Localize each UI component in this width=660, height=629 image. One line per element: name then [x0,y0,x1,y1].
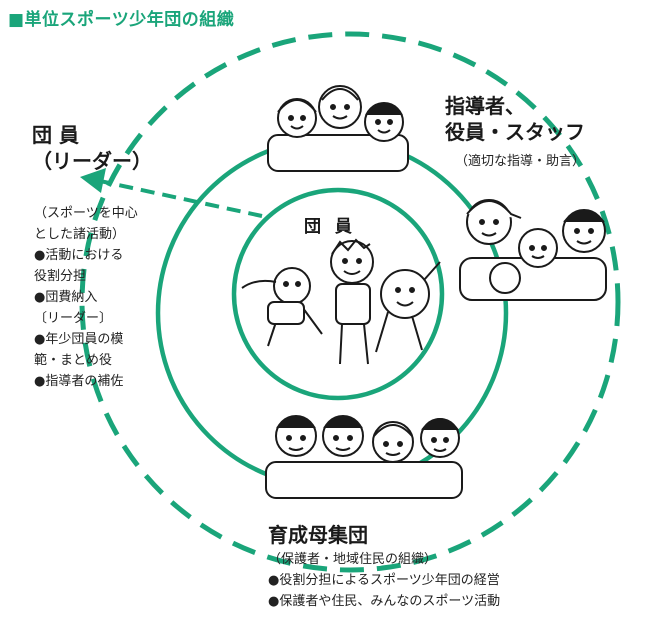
parents-note: ●役割分担によるスポーツ少年団の経営 [268,573,500,588]
center-members-title: 団 員 [304,217,356,237]
page-title: ■単位スポーツ少年団の組織 [8,10,235,30]
member-note: 範・まとめ役 [34,353,113,368]
children-playing-icon [241,238,441,365]
parents-notes: （保護者・地域住民の組織） ●役割分担によるスポーツ少年団の経営 ●保護者や住民… [268,549,500,612]
member-note: 〔リーダー〕 [34,311,113,326]
parents-title: 育成母集団 [268,523,368,547]
leaders-note: （適切な指導・助言） [455,154,586,169]
member-note: ●活動における [34,248,124,263]
coaches-group-icon [459,199,607,301]
leaders-title-line1: 指導者、 [445,94,525,118]
parents-note: （保護者・地域住民の組織） [268,552,438,567]
parents-note: ●保護者や住民、みんなのスポーツ活動 [268,594,501,609]
member-note: とした諸活動） [34,227,126,242]
member-note: （スポーツを中心 [34,206,138,221]
parents-group-icon [265,415,463,499]
member-title: 団 員 （リーダー） [32,122,152,174]
member-note: ●指導者の補佐 [34,374,124,389]
dashed-arrow [80,168,263,218]
leaders-title-line2: 役員・スタッフ [445,120,585,144]
outer-dashed-ring [79,31,621,573]
member-note: ●団費納入 [34,290,98,305]
leaders-title: 指導者、 役員・スタッフ [445,93,585,145]
member-title-line1: 団 員 [32,123,79,147]
member-note: ●年少団員の模 [34,332,124,347]
member-note: 役割分担 [34,269,87,284]
leaders-group-icon [267,85,409,172]
inner-solid-ring [231,187,445,401]
member-title-line2: （リーダー） [32,149,152,173]
member-notes: （スポーツを中心 とした諸活動） ●活動における 役割分担 ●団費納入 〔リーダ… [34,203,138,392]
